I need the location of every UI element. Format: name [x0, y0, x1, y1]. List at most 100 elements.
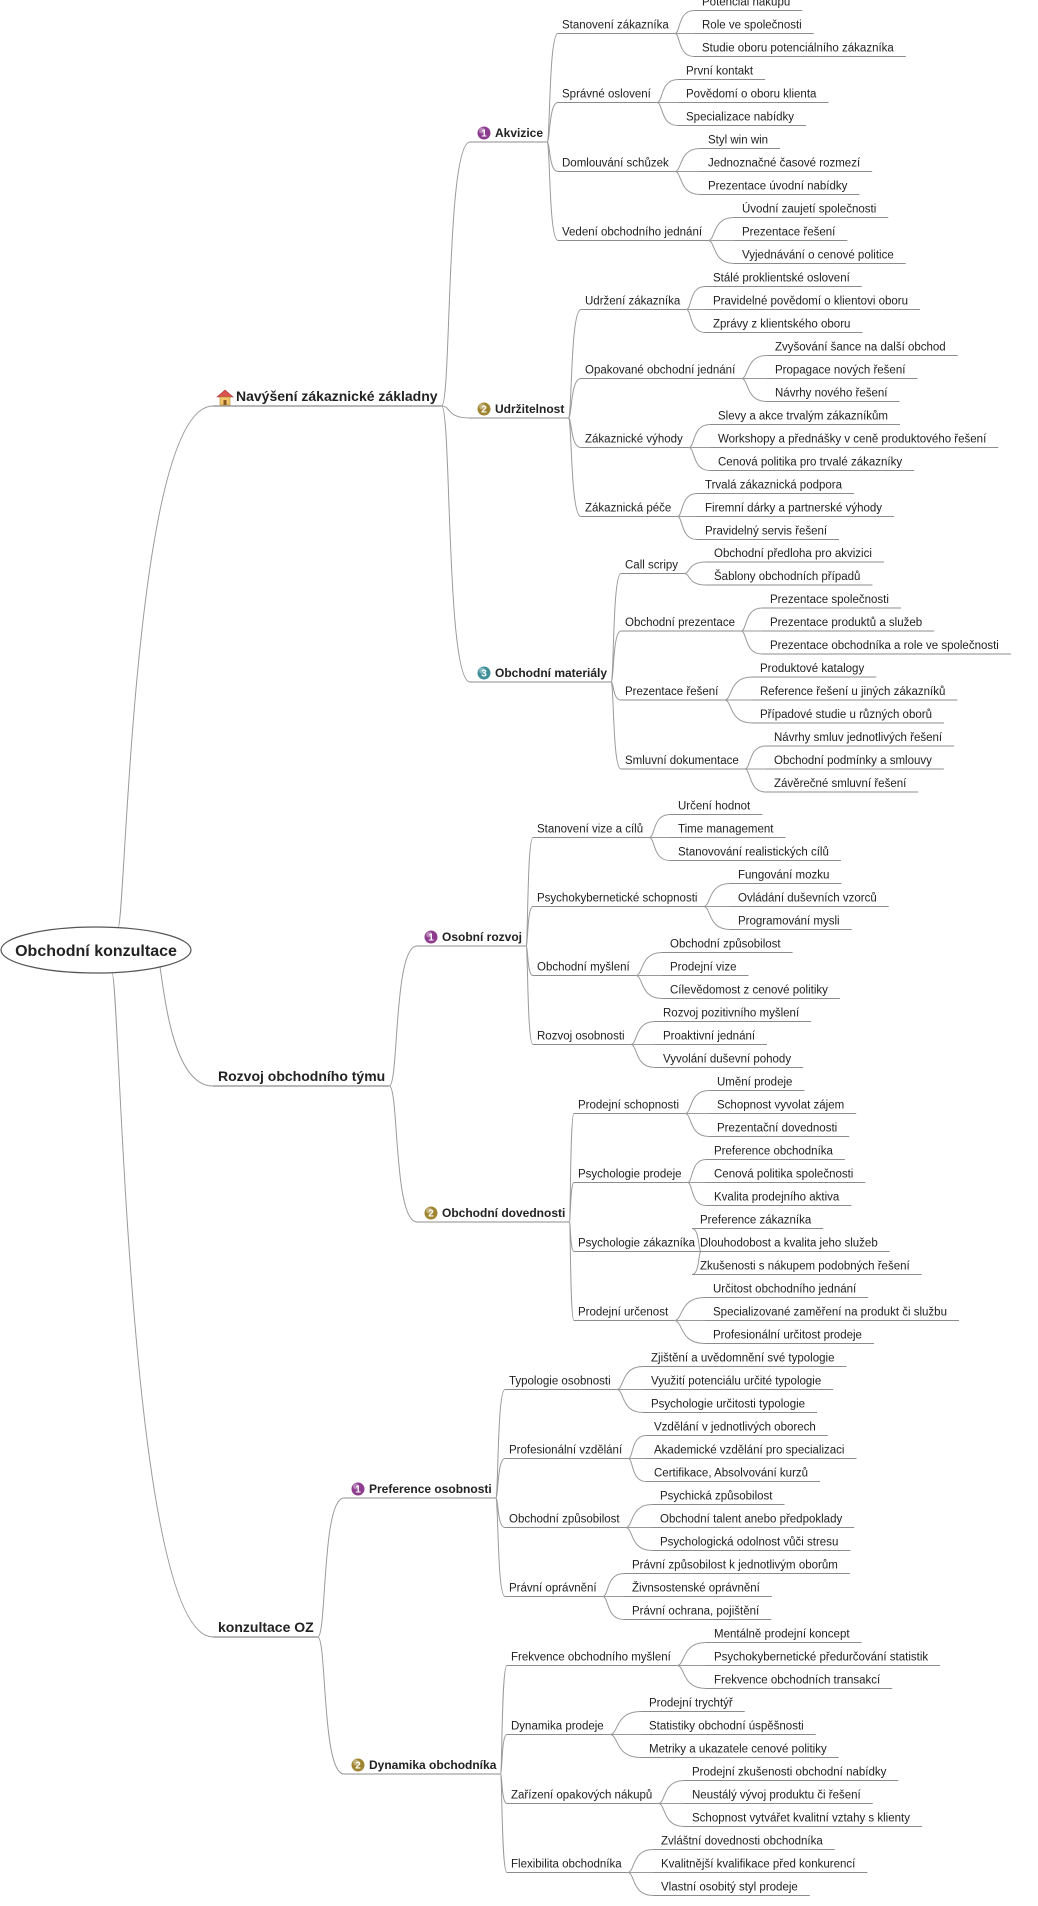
- leaf-node[interactable]: Šablony obchodních případů: [714, 570, 860, 583]
- subtopic-node[interactable]: Domlouvání schůzek: [562, 158, 669, 170]
- subtopic-node[interactable]: Dynamika prodeje: [511, 1721, 604, 1733]
- subtopic-node[interactable]: Psychokybernetické schopnosti: [537, 893, 697, 905]
- leaf-node[interactable]: Prezentační dovednosti: [717, 1123, 837, 1135]
- leaf-node[interactable]: Schopnost vytvářet kvalitní vztahy s kli…: [692, 1813, 910, 1825]
- leaf-node[interactable]: První kontakt: [686, 66, 754, 78]
- leaf-node[interactable]: Styl win win: [708, 135, 768, 147]
- leaf-node[interactable]: Zprávy z klientského oboru: [713, 319, 850, 331]
- leaf-node[interactable]: Vzdělání v jednotlivých oborech: [654, 1422, 816, 1434]
- leaf-node[interactable]: Stálé proklientské oslovení: [713, 273, 851, 285]
- subtopic-node[interactable]: Psychologie zákazníka: [578, 1238, 696, 1250]
- leaf-node[interactable]: Slevy a akce trvalým zákazníkům: [718, 411, 888, 423]
- subtopic-node[interactable]: Rozvoj osobnosti: [537, 1031, 625, 1043]
- leaf-node[interactable]: Zjištění a uvědomnění své typologie: [651, 1353, 834, 1365]
- branch-1-node[interactable]: Navýšení zákaznické základny: [216, 388, 438, 406]
- leaf-node[interactable]: Certifikace, Absolvování kurzů: [654, 1468, 808, 1480]
- leaf-node[interactable]: Rozvoj pozitivního myšlení: [663, 1008, 800, 1020]
- leaf-node[interactable]: Metriky a ukazatele cenové politiky: [649, 1744, 827, 1756]
- leaf-node[interactable]: Specializace nabídky: [686, 112, 794, 124]
- leaf-node[interactable]: Kvalita prodejního aktiva: [714, 1192, 840, 1204]
- leaf-node[interactable]: Umění prodeje: [717, 1077, 792, 1089]
- leaf-node[interactable]: Trvalá zákaznická podpora: [705, 480, 843, 492]
- leaf-node[interactable]: Statistiky obchodní úspěšnosti: [649, 1721, 804, 1733]
- leaf-node[interactable]: Schopnost vyvolat zájem: [717, 1100, 844, 1112]
- leaf-node[interactable]: Psychologická odolnost vůči stresu: [660, 1537, 838, 1549]
- subtopic-node[interactable]: Prodejní určenost: [578, 1307, 669, 1319]
- subtopic-node[interactable]: Právní oprávnění: [509, 1583, 597, 1595]
- leaf-node[interactable]: Zvyšování šance na další obchod: [775, 342, 946, 354]
- leaf-node[interactable]: Psychokybernetické předurčování statisti…: [714, 1652, 928, 1664]
- leaf-node[interactable]: Profesionální určitost prodeje: [713, 1330, 862, 1342]
- subtopic-node[interactable]: Smluvní dokumentace: [625, 755, 739, 767]
- subtopic-node[interactable]: Obchodní prezentace: [625, 617, 735, 629]
- leaf-node[interactable]: Propagace nových řešení: [775, 365, 906, 377]
- subtopic-node[interactable]: Obchodní myšlení: [537, 962, 630, 974]
- leaf-node[interactable]: Cenová politika společnosti: [714, 1169, 853, 1181]
- leaf-node[interactable]: Prodejní zkušenosti obchodní nabídky: [692, 1767, 887, 1779]
- leaf-node[interactable]: Obchodní podmínky a smlouvy: [774, 755, 932, 767]
- subtopic-node[interactable]: Stanovení zákazníka: [562, 20, 669, 32]
- leaf-node[interactable]: Studie oboru potenciálního zákazníka: [702, 43, 894, 55]
- leaf-node[interactable]: Prezentace řešení: [742, 227, 836, 239]
- subtopic-node[interactable]: Obchodní způsobilost: [509, 1514, 620, 1526]
- leaf-node[interactable]: Ovládání duševních vzorců: [738, 893, 877, 905]
- leaf-node[interactable]: Mentálně prodejní koncept: [714, 1629, 850, 1641]
- leaf-node[interactable]: Reference řešení u jiných zákazníků: [760, 686, 945, 698]
- subtopic-node[interactable]: Zařízení opakových nákupů: [511, 1790, 652, 1802]
- subtopic-node[interactable]: Frekvence obchodního myšlení: [511, 1652, 672, 1664]
- subtopic-node[interactable]: Typologie osobnosti: [509, 1376, 611, 1388]
- leaf-node[interactable]: Time management: [678, 824, 774, 836]
- leaf-node[interactable]: Role ve společnosti: [702, 20, 802, 32]
- leaf-node[interactable]: Fungování mozku: [738, 870, 829, 882]
- leaf-node[interactable]: Specializované zaměření na produkt či sl…: [713, 1307, 947, 1319]
- leaf-node[interactable]: Dlouhodobost a kvalita jeho služeb: [700, 1238, 878, 1250]
- leaf-node[interactable]: Právní způsobilost k jednotlivým oborům: [632, 1560, 838, 1572]
- leaf-node[interactable]: Produktové katalogy: [760, 663, 864, 675]
- leaf-node[interactable]: Stanovování realistických cílů: [678, 847, 829, 859]
- leaf-node[interactable]: Kvalitnější kvalifikace před konkurencí: [661, 1859, 856, 1871]
- leaf-node[interactable]: Prodejní trychtýř: [649, 1698, 734, 1710]
- leaf-node[interactable]: Prezentace úvodní nabídky: [708, 181, 848, 193]
- leaf-node[interactable]: Vlastní osobitý styl prodeje: [661, 1882, 798, 1894]
- subtopic-node[interactable]: Udržení zákazníka: [585, 296, 681, 308]
- leaf-node[interactable]: Živnsostenské oprávnění: [632, 1582, 761, 1595]
- leaf-node[interactable]: Jednoznačné časové rozmezí: [708, 158, 861, 170]
- leaf-node[interactable]: Obchodní předloha pro akvizici: [714, 548, 872, 560]
- branch-3-node[interactable]: konzultace OZ: [218, 1619, 314, 1635]
- leaf-node[interactable]: Neustálý vývoj produktu či řešení: [692, 1790, 862, 1802]
- leaf-node[interactable]: Pravidelný servis řešení: [705, 526, 828, 538]
- leaf-node[interactable]: Zvláštní dovednosti obchodníka: [661, 1836, 823, 1848]
- subtopic-node[interactable]: Prodejní schopnosti: [578, 1100, 679, 1112]
- leaf-node[interactable]: Cenová politika pro trvalé zákazníky: [718, 457, 902, 469]
- subtopic-node[interactable]: Opakované obchodní jednání: [585, 365, 736, 377]
- leaf-node[interactable]: Psychická způsobilost: [660, 1491, 773, 1503]
- leaf-node[interactable]: Povědomí o oboru klienta: [686, 89, 817, 101]
- subtopic-node[interactable]: Stanovení vize a cílů: [537, 824, 643, 836]
- leaf-node[interactable]: Pravidelné povědomí o klientovi oboru: [713, 296, 908, 308]
- root-node[interactable]: Obchodní konzultace: [0, 926, 192, 974]
- subtopic-node[interactable]: Flexibilita obchodníka: [511, 1859, 622, 1871]
- subtopic-node[interactable]: Psychologie prodeje: [578, 1169, 682, 1181]
- leaf-node[interactable]: Preference zákazníka: [700, 1215, 812, 1227]
- leaf-node[interactable]: Programování mysli: [738, 916, 840, 928]
- leaf-node[interactable]: Frekvence obchodních transakcí: [714, 1675, 881, 1687]
- leaf-node[interactable]: Obchodní talent anebo předpoklady: [660, 1514, 842, 1526]
- leaf-node[interactable]: Vyvolání duševní pohody: [663, 1054, 791, 1066]
- leaf-node[interactable]: Prezentace produktů a služeb: [770, 617, 922, 629]
- leaf-node[interactable]: Cílevědomost z cenové politiky: [670, 985, 828, 997]
- leaf-node[interactable]: Workshopy a přednášky v ceně produktovéh…: [718, 434, 987, 446]
- leaf-node[interactable]: Firemní dárky a partnerské výhody: [705, 503, 882, 515]
- leaf-node[interactable]: Prezentace obchodníka a role ve společno…: [770, 640, 999, 652]
- leaf-node[interactable]: Vyjednávání o cenové politice: [742, 250, 894, 262]
- leaf-node[interactable]: Preference obchodníka: [714, 1146, 834, 1158]
- leaf-node[interactable]: Akademické vzdělání pro specializaci: [654, 1445, 844, 1457]
- subtopic-node[interactable]: Správné oslovení: [562, 89, 652, 101]
- leaf-node[interactable]: Závěrečné smluvní řešení: [774, 778, 907, 790]
